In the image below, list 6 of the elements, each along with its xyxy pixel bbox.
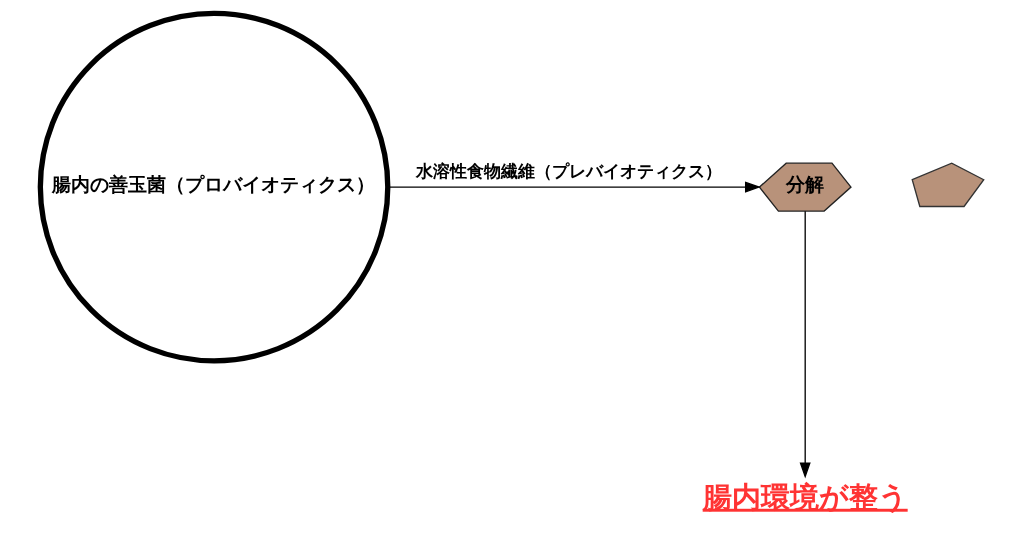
- edge-label: 水溶性食物繊維（プレバイオティクス）: [415, 161, 722, 181]
- node-circle: 腸内の善玉菌（プロバイオティクス）: [37, 10, 391, 364]
- node-text: 腸内環境が整う: [702, 479, 908, 514]
- arrow: [387, 181, 761, 193]
- node-picture: [911, 162, 985, 208]
- arrow: [799, 210, 811, 479]
